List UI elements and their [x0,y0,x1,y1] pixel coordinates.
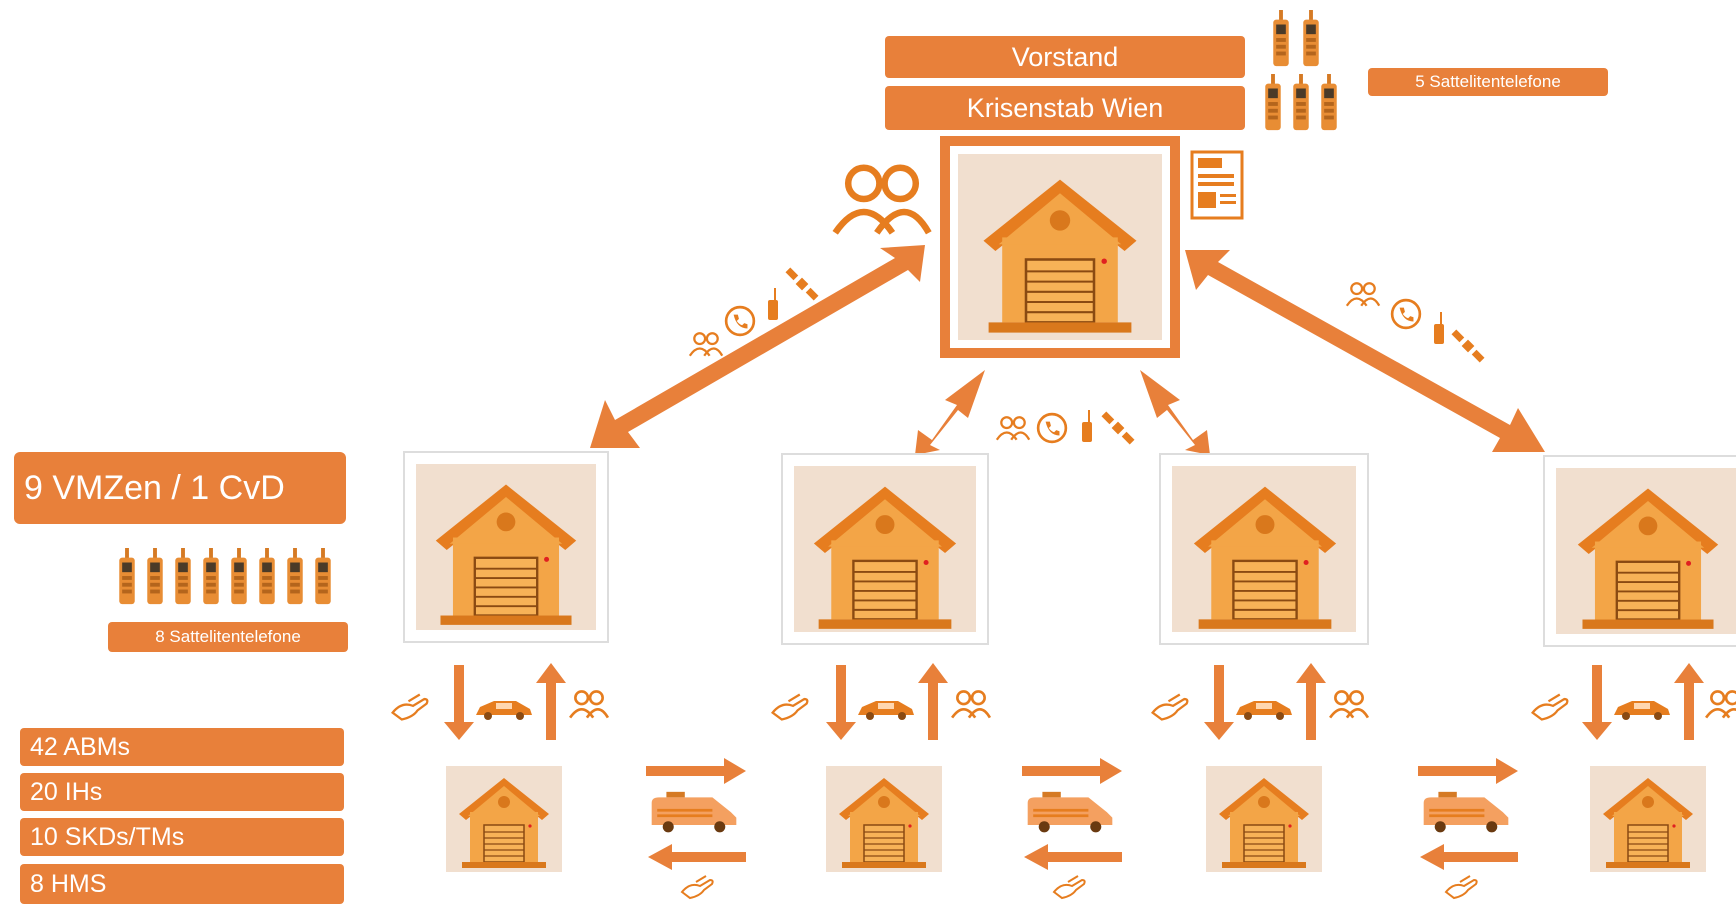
regional-house-4 [1543,455,1736,647]
local-houses [446,766,1706,872]
vertical-arrows [444,663,1704,740]
arrow-center-left [915,370,985,455]
satellite-phone-icon [119,548,135,605]
satellite-phones-top-label: 5 Sattelitentelefone [1368,68,1608,96]
satellite-phone-icon [1293,74,1309,131]
people-icon [1328,690,1370,719]
local-house-1 [446,766,562,872]
hand-icon [1531,693,1569,721]
car-icon [858,701,914,720]
staff-hms-label: 8 HMS [20,864,344,904]
satellite-phone-icon [1273,10,1289,67]
satellite-phone-icon [259,548,275,605]
car-icon [1236,701,1292,720]
hq-house [940,136,1180,358]
horizontal-arrows [646,758,1518,870]
staff-skd-label: 10 SKDs/TMs [20,818,344,856]
phone-icon [724,305,756,337]
car-icon [1614,701,1670,720]
hand-icon [681,875,714,899]
satellite-phone-icon [231,548,247,605]
vorstand-label: Vorstand [885,36,1245,78]
van-icon [1422,790,1510,834]
radio-icon [1081,410,1093,442]
satellite-phone-icon [1321,74,1337,131]
car-icon [476,701,532,720]
people-icon [995,416,1031,441]
satellite-phone-icon [203,548,219,605]
local-house-3 [1206,766,1322,872]
satellite-phone-icon [175,548,191,605]
arrow-left [590,245,925,448]
hand-icon [1151,693,1189,721]
news-icon [1190,150,1244,220]
staff-abm-label: 42 ABMs [20,728,344,766]
people-icon [568,690,610,719]
radio-icon [767,288,779,320]
satellite-icon [785,267,819,301]
regional-house-2 [781,453,989,645]
satellite-icon [1101,411,1135,445]
people-icon [1704,690,1736,719]
local-house-2 [826,766,942,872]
satellite-phones-top [1265,10,1337,131]
phone-icon [1390,298,1422,330]
comm-icons-center [995,410,1135,445]
satellite-phone-icon [1265,74,1281,131]
satellite-phone-icon [1303,10,1319,67]
radio-icon [1433,312,1445,344]
hand-icon [391,693,429,721]
van-icon [1026,790,1114,834]
hand-icon [771,693,809,721]
people-icon [688,332,724,357]
regional-house-3 [1159,453,1369,645]
vans [650,790,1510,834]
vmz-label: 9 VMZen / 1 CvD [14,452,346,524]
satellite-phones-left [119,548,331,605]
people-group-icon [835,168,929,233]
arrow-center-right [1140,370,1210,455]
local-house-4 [1590,766,1706,872]
van-icon [650,790,738,834]
hand-icon [1053,875,1086,899]
regional-house-1 [403,451,609,643]
krisenstab-label: Krisenstab Wien [885,86,1245,130]
staff-ih-label: 20 IHs [20,773,344,811]
people-icon [1345,282,1381,307]
main-arrows [590,245,1545,455]
hand-icon [1445,875,1478,899]
satellite-phone-icon [315,548,331,605]
phone-icon [1036,412,1068,444]
vertical-icons [391,690,1736,721]
bottom-hand-icons [681,875,1478,899]
satellite-phone-icon [147,548,163,605]
satellite-phones-left-label: 8 Sattelitentelefone [108,622,348,652]
satellite-phone-icon [287,548,303,605]
arrow-right [1185,250,1545,452]
satellite-icon [1451,329,1485,363]
people-icon [950,690,992,719]
